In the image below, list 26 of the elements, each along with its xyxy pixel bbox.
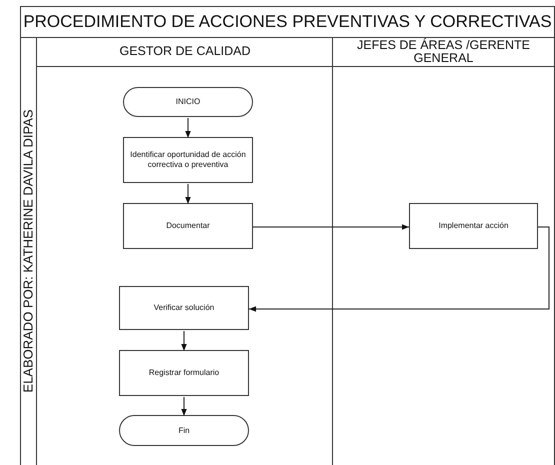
process-box <box>123 203 253 249</box>
arrow <box>252 224 410 230</box>
lane-header: JEFES DE ÁREAS /GERENTE GENERAL <box>333 37 554 67</box>
arrow <box>185 118 191 138</box>
process-box <box>409 203 538 249</box>
author-label: ELABORADO POR: KATHERINE DAVILA DIPAS <box>20 109 36 393</box>
process-label: Documentar <box>165 221 211 231</box>
process-box <box>119 286 249 330</box>
pool-frame <box>20 6 555 465</box>
arrow <box>248 226 550 312</box>
swimlane <box>332 37 554 465</box>
process-box <box>119 350 249 396</box>
terminal-label: INICIO <box>174 97 202 107</box>
process-label: Registrar formulario <box>148 368 220 378</box>
terminal-label: Fin <box>177 426 191 436</box>
terminal-box <box>123 87 253 117</box>
arrow <box>181 330 187 352</box>
process-label: Identificar oportunidad de acción correctiva o preventiva <box>129 150 247 170</box>
arrow <box>181 396 187 416</box>
lane-header: GESTOR DE CALIDAD <box>37 37 333 67</box>
process-label: Verificar solución <box>152 303 216 313</box>
terminal-box <box>119 415 249 446</box>
arrow <box>185 184 191 204</box>
process-label: Implementar acción <box>438 221 510 231</box>
pool-title: PROCEDIMIENTO DE ACCIONES PREVENTIVAS Y CORRECTIVAS <box>21 7 554 38</box>
process-box <box>123 137 253 183</box>
